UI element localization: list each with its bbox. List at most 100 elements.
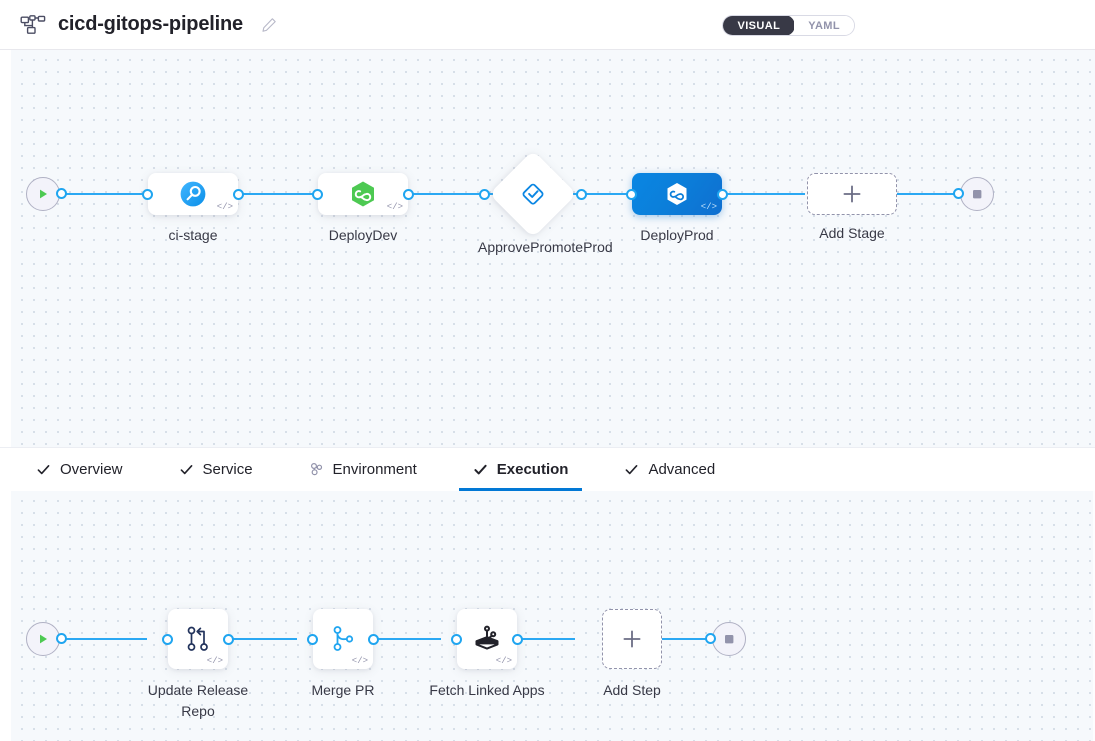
- stage-node-ci-stage[interactable]: </> ci-stage: [133, 173, 253, 246]
- tab-execution[interactable]: Execution: [458, 448, 583, 491]
- header-bar: cicd-gitops-pipeline VISUAL YAML: [0, 0, 1095, 50]
- stage-graph-canvas[interactable]: </> ci-stage </> DeployDev: [0, 50, 1095, 448]
- connector-dot-in: [451, 634, 462, 645]
- tab-overview[interactable]: Overview: [22, 448, 137, 491]
- add-stage-node[interactable]: Add Stage: [792, 173, 912, 244]
- stage-card-approve-promote-prod[interactable]: [489, 150, 577, 238]
- cluster-icon: [309, 462, 324, 477]
- tab-label: Advanced: [648, 461, 716, 478]
- edge-addstage-to-end: [875, 193, 970, 195]
- edge-update-release-repo-to-merge-pr: [192, 638, 297, 640]
- add-step-button[interactable]: [602, 609, 662, 669]
- connector-dot-in: [312, 189, 323, 200]
- step-start-node[interactable]: [26, 622, 67, 656]
- check-icon: [179, 462, 194, 477]
- tab-yaml[interactable]: YAML: [794, 16, 854, 35]
- check-icon: [473, 462, 488, 477]
- step-card-fetch-linked-apps[interactable]: </>: [457, 609, 517, 669]
- stage-card-deploy-prod[interactable]: </>: [632, 173, 722, 215]
- git-branch-icon: [333, 626, 354, 651]
- edge-merge-pr-to-fetch-linked-apps: [336, 638, 441, 640]
- stage-config-tabs[interactable]: Overview Service Environment: [0, 448, 1095, 491]
- play-icon: [40, 634, 47, 644]
- stage-node-approve-promote-prod[interactable]: ApprovePromoteProd: [478, 150, 613, 258]
- plus-icon: [623, 630, 641, 648]
- connector-dot: [56, 188, 67, 199]
- stage-start-node[interactable]: [26, 177, 67, 211]
- connector-dot-in: [307, 634, 318, 645]
- code-badge[interactable]: </>: [700, 202, 717, 212]
- connector-dot-out: [576, 189, 587, 200]
- code-badge[interactable]: </>: [216, 202, 233, 212]
- tab-service[interactable]: Service: [165, 448, 267, 491]
- connector-dot-in: [142, 189, 153, 200]
- tab-visual[interactable]: VISUAL: [723, 16, 796, 35]
- play-icon: [40, 189, 47, 199]
- page-title: cicd-gitops-pipeline: [58, 13, 243, 35]
- connector-dot-out: [223, 634, 234, 645]
- add-stage-button[interactable]: [807, 173, 897, 215]
- stage-label-line1: ApprovePromot: [478, 239, 576, 255]
- connector-dot-out: [403, 189, 414, 200]
- code-badge[interactable]: </>: [206, 656, 223, 666]
- gitops-hexagon-green-icon: [352, 181, 374, 207]
- step-node-fetch-linked-apps[interactable]: </> Fetch Linked Apps: [427, 609, 547, 701]
- connector-dot-out: [717, 189, 728, 200]
- check-icon: [36, 462, 51, 477]
- stage-label-line2: eProd: [575, 239, 613, 255]
- add-stage-label: Add Stage: [819, 225, 885, 241]
- stage-end-node[interactable]: [953, 177, 994, 211]
- edge-deployprod-to-addstage: [705, 193, 805, 195]
- code-badge[interactable]: </>: [351, 656, 368, 666]
- stage-label: ci-stage: [168, 227, 218, 243]
- edge-start-to-ci: [52, 193, 147, 195]
- code-badge[interactable]: </>: [386, 202, 403, 212]
- start-node[interactable]: [26, 622, 60, 656]
- stage-label: ApprovePromoteProd: [478, 237, 613, 258]
- add-step-label: Add Step: [603, 682, 661, 698]
- step-node-update-release-repo[interactable]: </> Update Release Repo: [138, 609, 258, 722]
- edge-deploydev-to-approval: [392, 193, 497, 195]
- step-node-merge-pr[interactable]: </> Merge PR: [283, 609, 403, 701]
- pipeline-icon: [20, 14, 46, 35]
- stage-node-deploy-dev[interactable]: </> DeployDev: [303, 173, 423, 246]
- header-left-group: cicd-gitops-pipeline: [20, 13, 277, 36]
- start-node[interactable]: [26, 177, 60, 211]
- connector-dot: [56, 633, 67, 644]
- tab-label: Environment: [332, 461, 417, 478]
- step-label: Fetch Linked Apps: [429, 682, 545, 698]
- end-node[interactable]: [712, 622, 746, 656]
- harness-ci-icon: [180, 181, 206, 207]
- connector-dot-in: [479, 189, 490, 200]
- view-mode-toggle[interactable]: VISUAL YAML: [722, 15, 855, 36]
- step-label: Update Release Repo: [147, 682, 249, 719]
- connector-dot-out: [233, 189, 244, 200]
- stop-square-icon: [973, 190, 982, 199]
- step-end-node[interactable]: [705, 622, 746, 656]
- connector-dot-in: [162, 634, 173, 645]
- edge-ci-to-deploydev: [222, 193, 327, 195]
- plus-icon: [843, 185, 861, 203]
- connector-dot-out: [512, 634, 523, 645]
- step-graph-canvas[interactable]: </> Update Release Repo </>: [0, 491, 1095, 741]
- step-card-merge-pr[interactable]: </>: [313, 609, 373, 669]
- end-node[interactable]: [960, 177, 994, 211]
- connector-dot-out: [368, 634, 379, 645]
- stage-card-deploy-dev[interactable]: </>: [318, 173, 408, 215]
- pencil-edit-icon[interactable]: [261, 17, 277, 33]
- tab-label: Service: [202, 461, 253, 478]
- stage-node-deploy-prod[interactable]: </> DeployProd: [617, 173, 737, 246]
- git-merge-icon: [187, 626, 208, 651]
- tab-label: Execution: [496, 461, 569, 478]
- code-badge[interactable]: </>: [495, 656, 512, 666]
- tab-environment[interactable]: Environment: [295, 448, 431, 491]
- stop-square-icon: [725, 635, 734, 644]
- tab-advanced[interactable]: Advanced: [610, 448, 729, 491]
- stage-card-ci-stage[interactable]: </>: [148, 173, 238, 215]
- step-card-update-release-repo[interactable]: </>: [168, 609, 228, 669]
- edge-fetch-linked-apps-to-add-step: [480, 638, 575, 640]
- stage-label: DeployProd: [640, 227, 714, 243]
- gitops-hexagon-white-icon: [667, 183, 687, 205]
- add-step-node[interactable]: Add Step: [572, 609, 692, 701]
